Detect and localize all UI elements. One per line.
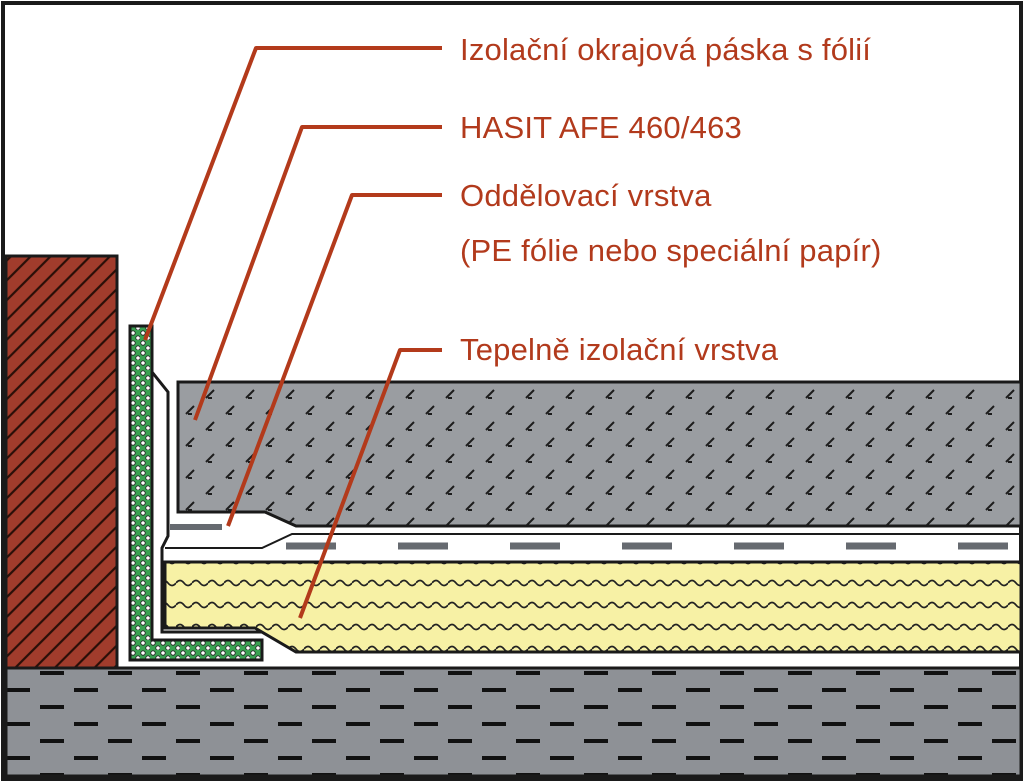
label-thermal: Tepelně izolační vrstva <box>460 332 779 367</box>
thermal-insulation-layer <box>163 560 1023 654</box>
label-separation-line2: (PE fólie nebo speciální papír) <box>460 233 882 268</box>
leader-separation <box>226 193 442 527</box>
label-screed: HASIT AFE 460/463 <box>460 110 742 145</box>
brick-wall <box>4 254 119 672</box>
label-separation-line1: Oddělovací vrstva <box>460 178 712 213</box>
leader-thermal <box>298 348 442 619</box>
leader-lines <box>143 46 442 619</box>
leader-screed <box>193 125 442 421</box>
concrete-slab <box>4 666 1023 778</box>
screed-layer <box>176 380 1023 528</box>
leader-edge-strip <box>143 46 442 341</box>
separation-layer <box>165 524 1021 550</box>
label-edge-strip: Izolační okrajová páska s fólií <box>460 32 871 67</box>
